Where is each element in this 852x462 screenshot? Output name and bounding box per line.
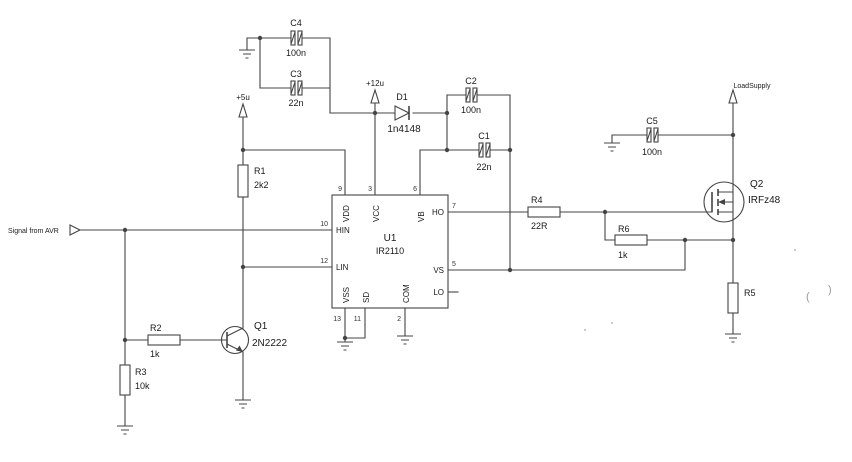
ground-icon — [235, 399, 251, 409]
resistor-r3: R3 10k — [119, 364, 150, 396]
pin-num-vs: 5 — [452, 261, 456, 268]
mosfet-q2: Q2 IRFz48 — [703, 179, 781, 223]
c5-value: 100n — [642, 147, 662, 157]
pin-num-vdd: 9 — [338, 186, 342, 193]
resistor-r4: R4 22R — [527, 195, 561, 231]
q1-ref: Q1 — [254, 321, 268, 332]
r6-value: 1k — [618, 250, 628, 260]
artifact-mark: ( — [806, 291, 810, 303]
ground-icon — [337, 341, 353, 351]
resistor-r5: R5 — [727, 282, 756, 314]
ic-ref: U1 — [384, 233, 397, 244]
c2-value: 100n — [461, 105, 481, 115]
pin-num-ho: 7 — [452, 203, 456, 210]
r3-value: 10k — [135, 381, 150, 391]
pin-name-lin: LIN — [336, 263, 349, 272]
transistor-q1: Q1 2N2222 — [220, 321, 287, 355]
supply-arrow-up-icon — [370, 88, 380, 104]
r1-value: 2k2 — [254, 180, 269, 190]
pin-name-vss: VSS — [342, 287, 351, 303]
q2-value: IRFz48 — [748, 195, 781, 206]
pin-name-sd: SD — [362, 292, 371, 303]
ic-body — [331, 194, 449, 309]
c1-value: 22n — [476, 162, 491, 172]
diode-d1: D1 1n4148 — [387, 92, 421, 135]
r6-ref: R6 — [618, 224, 630, 234]
input-label: Signal from AVR — [8, 228, 59, 235]
junction-dots — [122, 35, 736, 343]
pin-num-sd: 11 — [354, 316, 361, 323]
supply-12v: +12u — [366, 79, 384, 104]
input-connector: Signal from AVR — [8, 224, 82, 236]
pin-num-com: 2 — [397, 316, 401, 323]
ground-symbols — [117, 49, 741, 435]
ground-icon — [725, 333, 741, 343]
pin-name-ho: HO — [432, 208, 444, 217]
load-supply-label: LoadSupply — [734, 83, 771, 90]
resistor-r1: R1 2k2 — [237, 164, 269, 198]
c3-value: 22n — [288, 98, 303, 108]
r4-value: 22R — [531, 221, 548, 231]
input-arrow-icon — [69, 224, 82, 236]
supply-arrow-up-icon — [238, 102, 248, 118]
capacitor-c1: C1 22n — [476, 131, 491, 172]
d1-value: 1n4148 — [387, 124, 421, 135]
d1-ref: D1 — [396, 92, 408, 102]
capacitor-c5: C5 100n — [642, 116, 662, 157]
supply-arrow-up-icon — [728, 88, 738, 104]
resistor-r6: R6 1k — [614, 224, 648, 260]
pin-name-vdd: VDD — [342, 205, 351, 222]
supply-12v-label: +12u — [366, 79, 384, 88]
pin-num-hin: 10 — [320, 221, 328, 228]
r2-value: 1k — [150, 349, 160, 359]
c1-ref: C1 — [478, 131, 490, 141]
ground-icon — [239, 49, 255, 59]
supply-load: LoadSupply — [728, 83, 771, 104]
r4-ref: R4 — [531, 195, 543, 205]
ic-u1: U1 IR2110 HIN LIN HO VS LO VDD VCC VB VS… — [320, 186, 456, 323]
r1-ref: R1 — [254, 166, 266, 176]
diode-symbol — [394, 105, 411, 121]
ground-icon — [604, 142, 620, 152]
wires — [79, 37, 734, 427]
pin-num-vb: 6 — [413, 186, 417, 193]
emitter-arrow-icon — [236, 345, 243, 352]
supply-5v-label: +5u — [236, 93, 250, 102]
supply-5v: +5u — [236, 93, 250, 118]
capacitor-c2: C2 100n — [461, 76, 481, 115]
pin-num-lin: 12 — [320, 258, 328, 265]
pin-name-com: COM — [402, 284, 411, 303]
c5-ref: C5 — [646, 116, 658, 126]
r5-ref: R5 — [744, 288, 756, 298]
pin-name-vcc: VCC — [372, 205, 381, 222]
capacitor-c4: C4 100n — [286, 18, 306, 58]
resistor-r2: R2 1k — [147, 323, 181, 359]
ic-value: IR2110 — [376, 246, 404, 256]
body-arrow-icon — [718, 199, 725, 205]
c3-ref: C3 — [290, 69, 302, 79]
c4-value: 100n — [286, 48, 306, 58]
pin-num-vcc: 3 — [368, 186, 372, 193]
r3-ref: R3 — [135, 367, 147, 377]
c2-ref: C2 — [465, 76, 477, 86]
r2-ref: R2 — [150, 323, 162, 333]
scan-artifacts: ( ) — [584, 249, 832, 331]
ground-icon — [117, 425, 133, 435]
q2-ref: Q2 — [750, 179, 764, 190]
artifact-mark: ) — [828, 284, 832, 296]
q1-value: 2N2222 — [252, 338, 287, 349]
pin-name-vb: VB — [417, 211, 426, 222]
c4-ref: C4 — [290, 18, 302, 28]
pin-num-vss: 13 — [333, 316, 341, 323]
ground-icon — [397, 335, 413, 345]
pin-name-lo: LO — [433, 288, 444, 297]
capacitor-c3: C3 22n — [288, 69, 303, 108]
pin-name-hin: HIN — [336, 226, 350, 235]
pin-name-vs: VS — [433, 266, 444, 275]
